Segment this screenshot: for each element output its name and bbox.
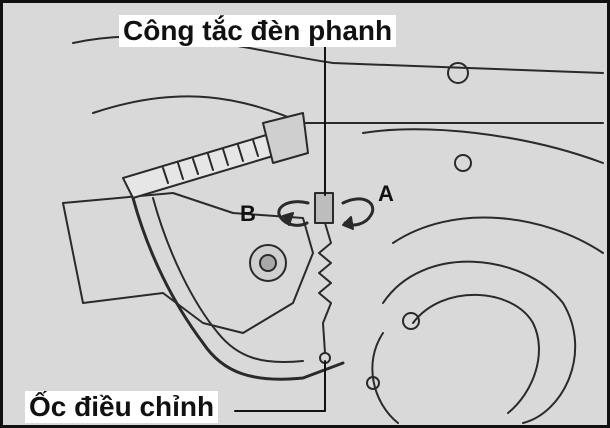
footrest-peg (122, 132, 284, 199)
frame-outline-upper (92, 95, 604, 124)
brake-switch-spring (318, 222, 332, 354)
footrest-mount (262, 112, 309, 164)
bolt-1 (447, 62, 469, 84)
footrest-grip-ridges (162, 139, 259, 184)
rotation-arrow-b-head (282, 212, 294, 226)
direction-a-label: A (378, 181, 394, 206)
bracket-plate (62, 192, 314, 334)
rotation-arrow-a-head (342, 216, 354, 230)
brake-pedal-illustration (62, 35, 604, 424)
engine-cover (382, 260, 577, 424)
brake-switch-label: Công tắc đèn phanh (119, 15, 397, 47)
rotation-arrow-b (277, 200, 310, 227)
bolt-2 (454, 154, 472, 172)
bolt-3 (402, 312, 420, 330)
brake-pedal-arm-inner (152, 197, 304, 364)
brake-pedal-arm (131, 196, 345, 381)
bolt-4 (366, 376, 380, 390)
crankcase-outline (362, 128, 604, 164)
brake-switch-body (314, 192, 334, 224)
leader-line-adjuster (234, 360, 326, 412)
pivot-bolt-center (259, 254, 277, 272)
direction-b-label: B (240, 201, 256, 226)
engine-cover-inner (412, 293, 540, 414)
adjusting-nut-label: Ốc điều chỉnh (25, 391, 219, 423)
lower-cover (371, 332, 399, 424)
crankcase-lower (392, 216, 604, 254)
